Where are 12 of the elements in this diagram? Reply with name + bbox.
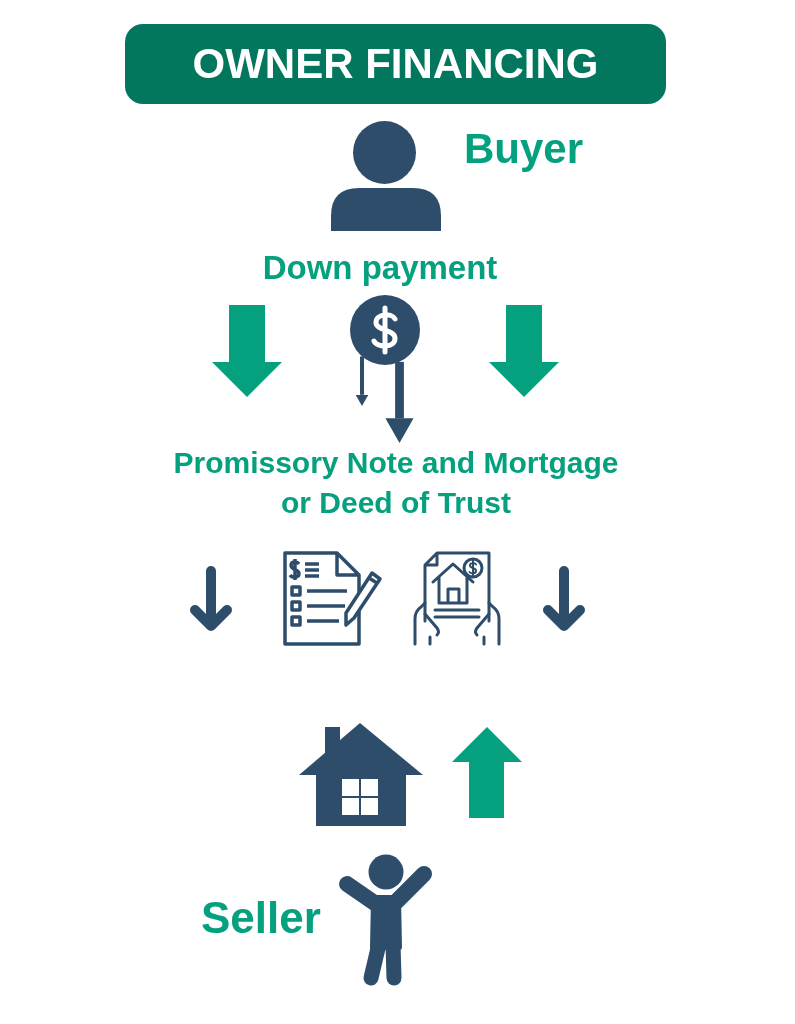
title-banner: OWNER FINANCING: [125, 24, 666, 104]
node-label: Down payment: [262, 251, 498, 284]
person-icon: [330, 120, 442, 231]
dollar-coin-icon: [350, 295, 420, 365]
house-document-icon: [413, 551, 503, 646]
arrow: [355, 356, 369, 406]
house-icon: [299, 723, 423, 826]
node-label: Buyer: [464, 128, 584, 170]
step-label: Promissory Note and Mortgage or Deed of Trust: [165, 443, 627, 523]
arrow: [385, 361, 414, 443]
document-pencil-icon: [283, 551, 383, 646]
node-label: Seller: [201, 896, 321, 940]
